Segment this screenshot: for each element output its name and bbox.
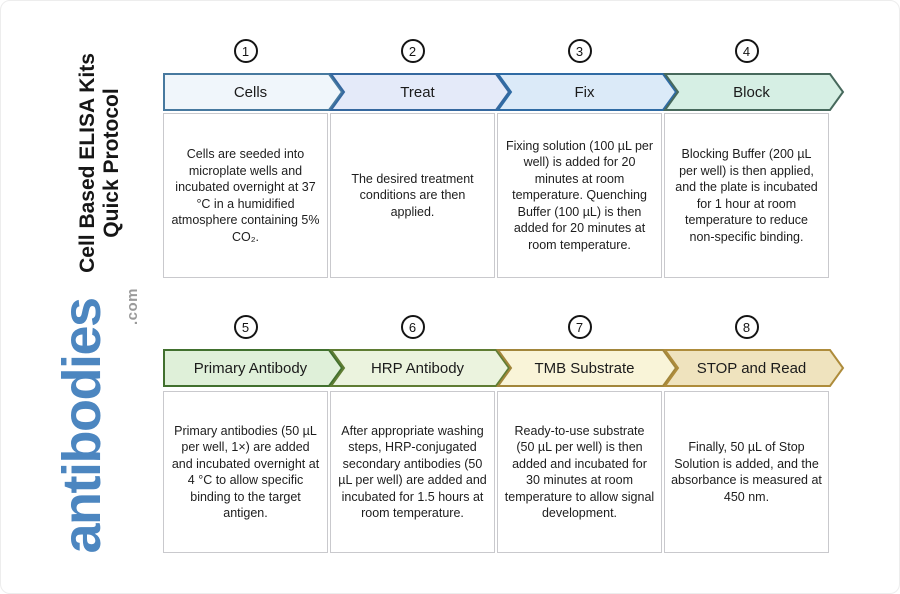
step-number: 2 — [408, 43, 417, 59]
step-2-treat: 2 Treat The desired treatment conditions… — [329, 39, 511, 278]
step-7-tmb-substrate: 7 TMB Substrate Ready-to-use substrate (… — [496, 315, 678, 553]
step-number: 1 — [241, 43, 250, 59]
step-description: Cells are seeded into microplate wells a… — [163, 113, 328, 278]
step-number-badge: 6 — [400, 315, 425, 339]
step-description: Primary antibodies (50 µL per well, 1×) … — [163, 391, 328, 553]
step-number-badge: 4 — [734, 39, 759, 63]
step-number-badge: 3 — [567, 39, 592, 63]
step-description: Fixing solution (100 µL per well) is add… — [497, 113, 662, 278]
step-number: 5 — [241, 319, 250, 335]
step-number-badge: 1 — [233, 39, 258, 63]
chevron-arrow-icon — [496, 73, 678, 111]
step-number-badge: 8 — [734, 315, 759, 339]
brand-name: antibodies — [52, 298, 112, 554]
step-title: Cells — [233, 83, 268, 101]
step-number: 4 — [742, 43, 751, 59]
step-title: TMB Substrate — [534, 359, 635, 377]
step-3-fix: 3 Fix Fixing solution (100 µL per well) … — [496, 39, 678, 278]
step-1-cells: 1 Cells Cells are seeded into microplate… — [163, 39, 344, 278]
step-number-badge: 2 — [400, 39, 425, 63]
chevron-arrow-icon — [663, 73, 845, 111]
step-arrow: Cells — [163, 73, 344, 111]
step-arrow: STOP and Read — [663, 349, 845, 387]
step-arrow: Fix — [496, 73, 678, 111]
step-description: Finally, 50 µL of Stop Solution is added… — [664, 391, 829, 553]
brand-logo: antibodies .com — [52, 288, 141, 564]
step-title: HRP Antibody — [370, 359, 465, 377]
page-title-line2: Quick Protocol — [100, 88, 123, 238]
step-number: 6 — [408, 319, 417, 335]
chevron-arrow-icon — [329, 73, 511, 111]
chevron-arrow-icon — [163, 73, 344, 111]
step-description: The desired treatment conditions are the… — [330, 113, 495, 278]
step-row-1: 1 Cells Cells are seeded into microplate… — [163, 39, 845, 278]
step-number: 7 — [575, 319, 584, 335]
step-6-hrp-antibody: 6 HRP Antibody After appropriate washing… — [329, 315, 511, 553]
step-number-badge: 5 — [233, 315, 258, 339]
page-title-line1: Cell Based ELISA Kits — [76, 53, 99, 273]
step-description: After appropriate washing steps, HRP-con… — [330, 391, 495, 553]
step-arrow: HRP Antibody — [329, 349, 511, 387]
step-number: 8 — [742, 319, 751, 335]
step-5-primary-antibody: 5 Primary Antibody Primary antibodies (5… — [163, 315, 344, 553]
step-description: Ready-to-use substrate (50 µL per well) … — [497, 391, 662, 553]
chevron-arrow-icon — [663, 349, 845, 387]
brand-tld: .com — [124, 288, 141, 326]
step-row-2: 5 Primary Antibody Primary antibodies (5… — [163, 315, 845, 553]
chevron-arrow-icon — [329, 349, 511, 387]
step-title: STOP and Read — [696, 359, 807, 377]
step-title: Block — [733, 83, 770, 101]
step-arrow: Treat — [329, 73, 511, 111]
step-8-stop-and-read: 8 STOP and Read Finally, 50 µL of Stop S… — [663, 315, 845, 553]
step-description: Blocking Buffer (200 µL per well) is the… — [664, 113, 829, 278]
step-arrow: TMB Substrate — [496, 349, 678, 387]
step-arrow: Block — [663, 73, 845, 111]
page-title: Cell Based ELISA Kits Quick Protocol — [76, 38, 126, 288]
protocol-flow: 1 Cells Cells are seeded into microplate… — [163, 1, 863, 593]
chevron-arrow-icon — [163, 349, 344, 387]
step-arrow: Primary Antibody — [163, 349, 344, 387]
step-title: Fix — [574, 83, 595, 101]
step-number: 3 — [575, 43, 584, 59]
step-4-block: 4 Block Blocking Buffer (200 µL per well… — [663, 39, 845, 278]
step-title: Primary Antibody — [193, 359, 308, 377]
chevron-arrow-icon — [496, 349, 678, 387]
step-title: Treat — [400, 83, 435, 101]
step-number-badge: 7 — [567, 315, 592, 339]
